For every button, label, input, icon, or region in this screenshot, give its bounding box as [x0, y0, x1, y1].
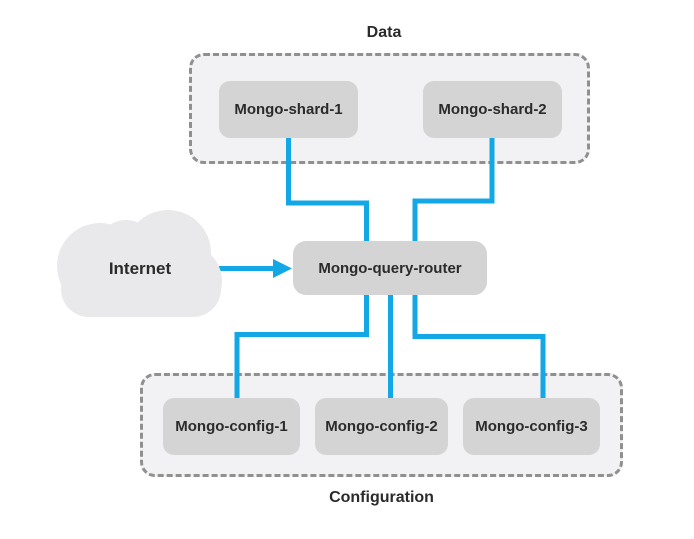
connector-shard2-to-router — [412, 138, 495, 242]
node-mongo-config-1: Mongo-config-1 — [163, 398, 300, 455]
node-mongo-config-3-label: Mongo-config-3 — [475, 418, 588, 435]
data-group-label: Data — [366, 24, 402, 41]
node-mongo-config-2-label: Mongo-config-2 — [325, 418, 438, 435]
node-mongo-config-3: Mongo-config-3 — [463, 398, 600, 455]
node-mongo-shard-2: Mongo-shard-2 — [423, 81, 562, 138]
internet-cloud-icon — [57, 210, 222, 317]
node-mongo-query-router-label: Mongo-query-router — [318, 259, 462, 277]
node-mongo-shard-1: Mongo-shard-1 — [219, 81, 358, 138]
node-mongo-config-1-label: Mongo-config-1 — [175, 418, 288, 435]
node-mongo-shard-2-label: Mongo-shard-2 — [438, 101, 547, 118]
connector-router-to-config1 — [234, 294, 369, 399]
node-mongo-query-router: Mongo-query-router — [293, 241, 487, 295]
arrowhead-icon — [273, 259, 292, 278]
node-mongo-config-2: Mongo-config-2 — [315, 398, 448, 455]
connector-router-to-config3 — [412, 294, 546, 399]
configuration-group-label: Configuration — [329, 489, 434, 506]
internet-label: Internet — [108, 259, 172, 278]
connector-shard1-to-router — [286, 138, 369, 242]
node-mongo-shard-1-label: Mongo-shard-1 — [234, 101, 343, 118]
